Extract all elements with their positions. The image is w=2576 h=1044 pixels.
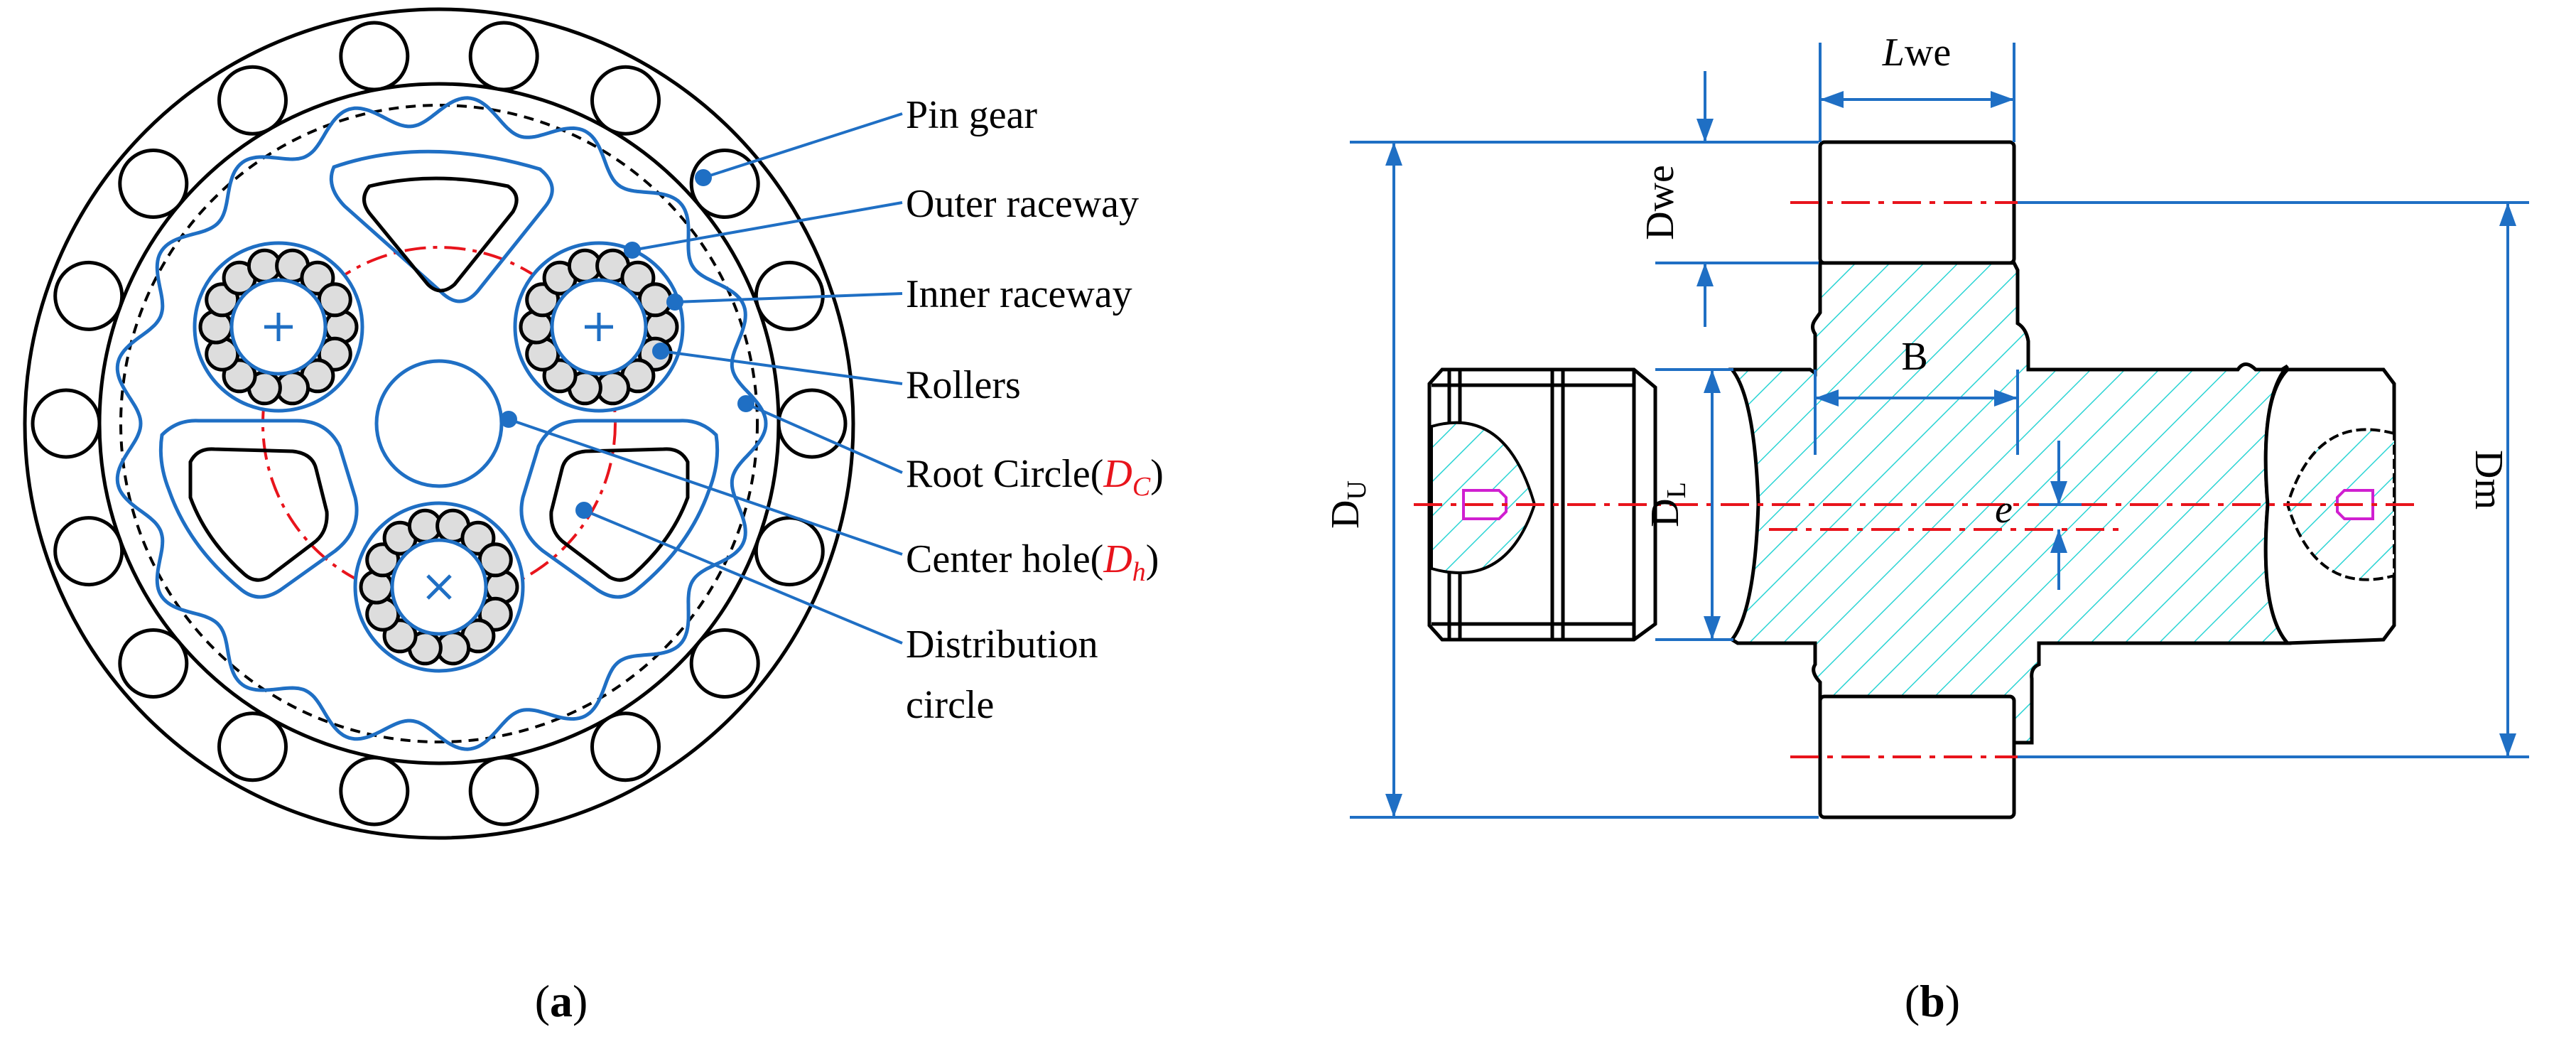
root-circle xyxy=(119,104,759,743)
leader-outer-raceway xyxy=(632,201,903,252)
leader-center-hole xyxy=(508,418,903,556)
dim-label-du-main: D xyxy=(1324,500,1368,529)
pin-gear-circle xyxy=(754,516,825,587)
centerlines-b xyxy=(1414,201,2423,758)
bearing xyxy=(353,501,525,673)
pin-gear-circle xyxy=(339,755,410,827)
bearing xyxy=(193,241,364,413)
window-right-blue xyxy=(519,419,720,599)
bearing-group xyxy=(193,241,685,673)
pin-gear-circle xyxy=(590,65,661,136)
root-circle-symbol: D xyxy=(1103,452,1132,496)
housing-outer-circle xyxy=(23,7,855,840)
caption-a: (a) xyxy=(535,976,588,1026)
label-rollers: Rollers xyxy=(906,363,1021,407)
leader-lines-a xyxy=(500,112,903,645)
label-root-circle: Root Circle(DC) xyxy=(906,452,1164,502)
caption-b-close: ) xyxy=(1945,976,1960,1026)
center-mark xyxy=(426,574,452,600)
dim-label-lwe-italic: L xyxy=(1882,31,1905,75)
dim-label-dwe: Dwe xyxy=(1638,165,1682,240)
pin-gear-circle xyxy=(217,711,288,782)
label-outer-raceway: Outer raceway xyxy=(906,182,1139,226)
distribution-circle xyxy=(261,246,617,601)
pin-gear-circle xyxy=(118,628,189,699)
pin-gear-circle xyxy=(590,711,661,782)
pin-gear-circle xyxy=(689,628,760,699)
roller xyxy=(317,282,352,318)
pin-gear-circle xyxy=(217,65,288,136)
label-distribution-line1: Distribution xyxy=(906,623,1098,667)
label-inner-raceway: Inner raceway xyxy=(906,272,1132,316)
leader-distribution xyxy=(583,509,903,645)
label-pin-gear: Pin gear xyxy=(906,93,1037,137)
pin-gear-group xyxy=(31,21,848,827)
window-blue-outlines xyxy=(158,149,720,599)
dim-label-dl-main: D xyxy=(1643,498,1687,527)
pin-gear-circle xyxy=(31,388,102,459)
root-circle-subscript: C xyxy=(1132,472,1151,502)
dim-label-dm: Dm xyxy=(2467,450,2511,510)
window-left-black xyxy=(188,447,329,582)
dim-label-dl: DL xyxy=(1643,482,1692,527)
dim-label-lwe-rest: we xyxy=(1905,31,1951,75)
dim-label-dl-sub: L xyxy=(1662,482,1692,498)
caption-a-close: ) xyxy=(573,976,588,1026)
root-circle-suffix: ) xyxy=(1150,452,1164,496)
dim-label-e: e xyxy=(1995,488,2013,532)
window-top-black xyxy=(362,176,519,293)
pin-gear-circle xyxy=(53,260,124,331)
pin-gear-circle xyxy=(118,149,189,219)
window-black-outlines xyxy=(188,176,690,582)
pin-gear-circle xyxy=(339,21,410,92)
roller xyxy=(477,542,513,578)
center-hole-subscript: h xyxy=(1132,557,1146,587)
panel-a: Pin gear Outer raceway Inner raceway Rol… xyxy=(23,7,1164,1026)
leader-rollers xyxy=(660,350,903,385)
center-hole xyxy=(374,359,504,488)
pin-gear-circle xyxy=(689,149,760,219)
caption-b-open: ( xyxy=(1905,976,1920,1026)
leader-pin-gear xyxy=(703,112,903,179)
pin-gear-circle xyxy=(468,21,539,92)
label-center-hole: Center hole(Dh) xyxy=(906,537,1159,587)
window-left-blue xyxy=(158,419,359,599)
arrowheads-b xyxy=(1385,91,2516,817)
center-hole-prefix: Center hole( xyxy=(906,537,1103,581)
caption-b: (b) xyxy=(1905,976,1960,1026)
center-hole-symbol: D xyxy=(1103,537,1132,581)
dim-label-du: DU xyxy=(1324,480,1372,529)
window-right-black xyxy=(549,447,690,582)
caption-a-letter: a xyxy=(550,976,573,1026)
pin-gear-circle xyxy=(53,516,124,587)
caption-a-open: ( xyxy=(535,976,550,1026)
label-distribution-line2: circle xyxy=(906,683,994,727)
cycloid-disk-profile xyxy=(115,96,768,751)
dim-label-b: B xyxy=(1901,335,1927,379)
pin-gear-circle xyxy=(468,755,539,827)
bearing xyxy=(513,241,685,413)
window-top-blue xyxy=(329,149,554,303)
center-hole-suffix: ) xyxy=(1146,537,1159,581)
leader-inner-raceway xyxy=(674,292,903,303)
dim-label-lwe: Lwe xyxy=(1882,31,1951,75)
dim-label-du-sub: U xyxy=(1342,480,1372,500)
root-circle-prefix: Root Circle( xyxy=(906,452,1103,496)
panel-b: Lwe Dwe B DU DL e Dm (b) xyxy=(1324,31,2529,1026)
leader-root-circle xyxy=(745,402,903,474)
caption-b-letter: b xyxy=(1920,976,1945,1026)
